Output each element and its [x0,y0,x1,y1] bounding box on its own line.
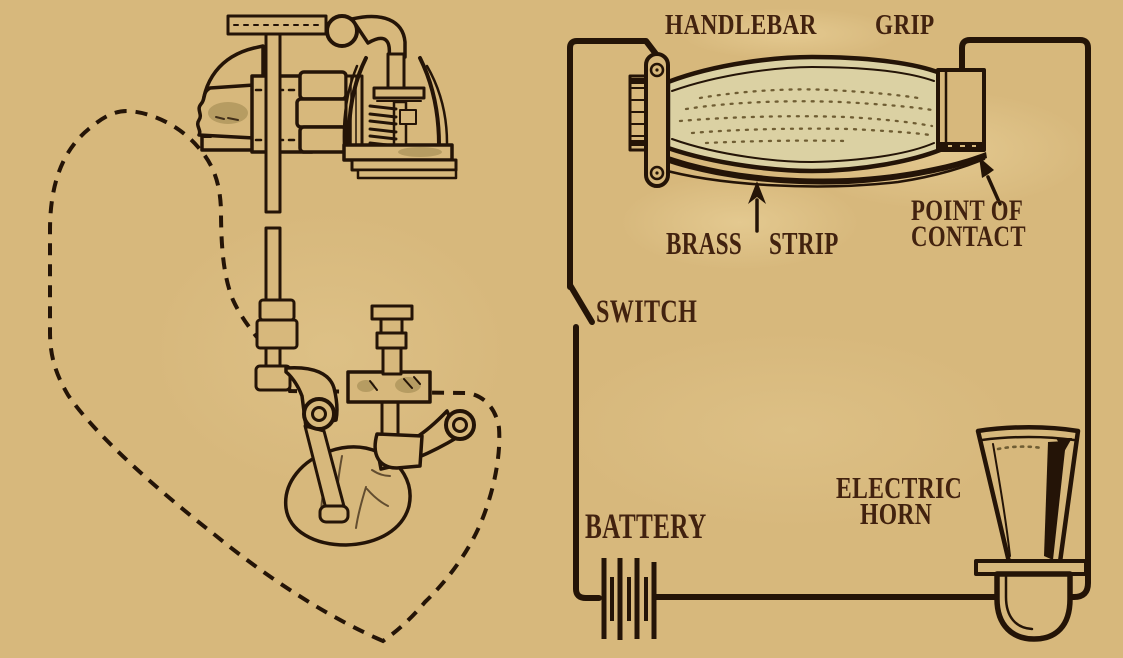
pipe-smudge [208,102,248,124]
circuit-wire-left [567,38,662,290]
circuit-wire-lower-left [573,324,602,601]
battery-long-plates [601,558,657,640]
lifter-rod-lower [264,226,282,306]
spring-retainer-cap [372,86,426,100]
arrow-head [979,157,994,178]
base-foot [356,168,458,180]
valve-inner-block [399,109,417,125]
battery-short-plates [610,577,648,621]
right-pivot-hole [452,417,468,433]
horn-circuit-diagram [567,37,1091,642]
left-ferrule-band-bottom [630,140,646,146]
left-pivot-hole [311,406,327,422]
label-strip: STRIP [769,225,839,261]
label-grip: GRIP [875,9,935,41]
label-point-of: POINT OF [911,194,1024,227]
electric-horn-drawing [974,425,1088,642]
link-foot [318,504,350,524]
valve-spring-coils [368,104,398,148]
horn-rim-notch [1056,438,1072,452]
left-ferrule-band-top [630,78,646,84]
bolt-collar [375,331,408,350]
bolt-head [370,304,414,321]
gooseneck-arm [350,14,407,59]
base-flange-lower [350,158,458,172]
label-horn: HORN [860,496,933,531]
crankcase-dashed-outline [48,108,502,644]
grip-stipple [678,88,934,145]
spring-housing-outer [342,64,449,147]
arrow-shaft [986,175,1002,206]
pipe-sketch-ticks [215,116,239,121]
brass-strip [650,149,987,185]
grip-clamp-strap [644,52,670,188]
pipe-stub [195,83,256,140]
bolt-neck [379,317,404,335]
switch-blade [567,282,595,325]
label-switch: SWITCH [596,294,698,330]
label-battery: BATTERY [585,506,707,546]
point-of-contact-arrow [979,157,1002,206]
clamp-screw-bottom-dot [655,171,659,175]
clamp-screw-top-dot [655,68,659,72]
coupling-upper [258,298,296,322]
tappet-lower-rod [380,398,400,438]
label-electric: ELECTRIC [836,470,963,505]
hex-nut-mid [295,97,351,129]
left-ferrule-ribs [631,87,645,137]
block-sketch-ticks [369,376,421,391]
arrow-head [748,181,766,204]
follower-pad [373,432,424,470]
handlebar-grip-drawing [628,52,987,188]
horn-bell-inner-line [1004,572,1034,631]
label-contact: CONTACT [911,220,1026,253]
hex-nut-bottom [298,125,348,154]
horn-cone-shade [1044,441,1066,560]
battery-symbol [601,558,657,640]
hex-nut-top [298,70,348,101]
horn-cone-inner-line [992,443,1011,557]
valve-stem [386,52,406,92]
lifter-rod-upper [264,32,282,214]
brass-strip-arrow [748,181,766,233]
rocker-roller [325,14,359,48]
circuit-wire-right [653,37,1091,600]
horn-stipple [996,445,1044,451]
spring-housing-walls [346,56,441,147]
bolt-shaft [381,346,403,376]
coupling-lower [255,318,299,350]
grip-inner-contours [671,66,935,163]
label-handlebar: HANDLEBAR [665,9,817,41]
label-brass: BRASS [666,225,743,261]
engine-mechanism-drawing [48,14,502,644]
base-smudge [398,147,442,157]
block-smudge [357,380,375,392]
brass-strip-leaf [658,157,986,188]
